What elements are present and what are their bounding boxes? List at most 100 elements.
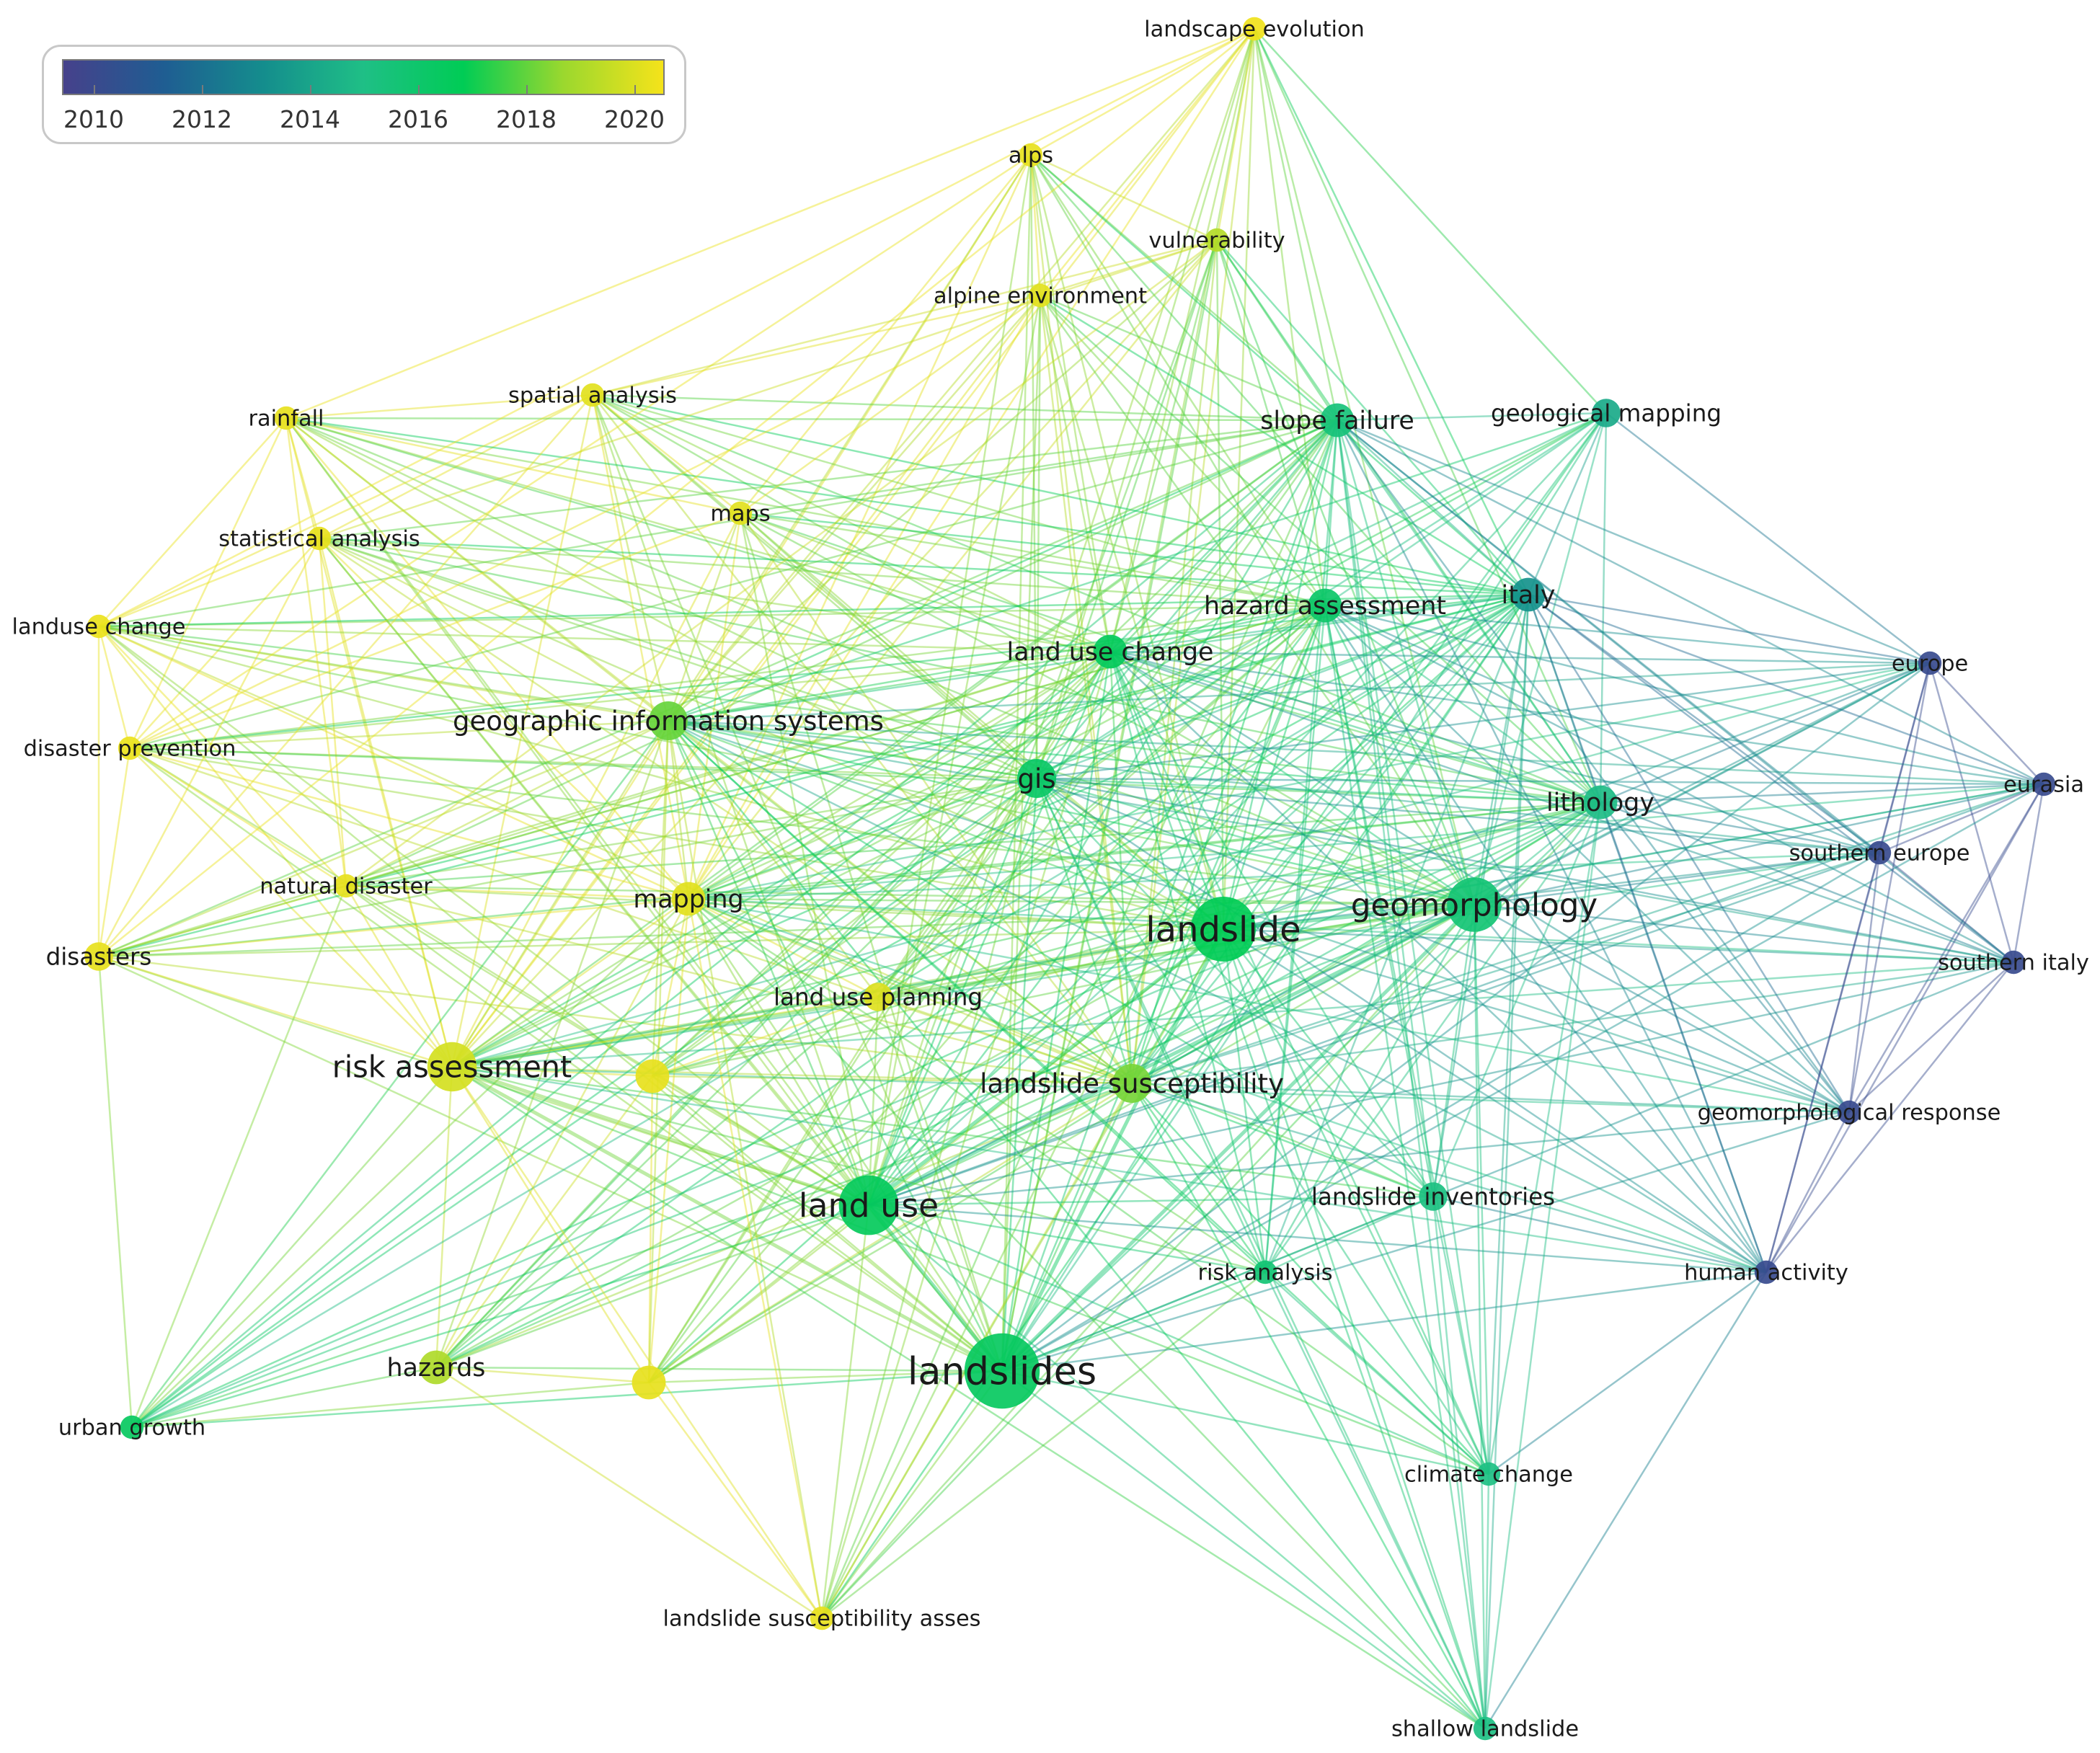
network-edge	[345, 801, 1601, 887]
network-edge	[1036, 604, 1326, 780]
node-land-use-planning[interactable]	[864, 982, 892, 1011]
network-edge	[648, 1204, 869, 1383]
node-shallow-landslide[interactable]	[1473, 1716, 1497, 1741]
node-disaster-prevention[interactable]	[118, 736, 142, 760]
node-spatial-analysis[interactable]	[580, 383, 605, 407]
network-edge	[130, 885, 347, 1428]
network-edge	[820, 594, 1530, 1619]
node-gis[interactable]	[1017, 759, 1056, 798]
node-alpine-environment[interactable]	[1028, 283, 1053, 308]
network-edge	[688, 239, 1218, 900]
network-edge	[739, 512, 1004, 1372]
color-scale-bar	[62, 59, 665, 95]
network-edge	[1036, 778, 1224, 930]
node-slope-failure[interactable]	[1320, 403, 1355, 438]
network-edge	[1432, 1196, 1490, 1475]
network-edge	[345, 885, 453, 1068]
network-edge	[877, 903, 1475, 998]
node-lithology[interactable]	[1583, 785, 1618, 820]
network-edge	[98, 625, 1224, 931]
node-statistical-analysis[interactable]	[307, 526, 332, 551]
network-edge	[592, 394, 1338, 422]
network-edge	[1035, 778, 1490, 1475]
network-edge	[131, 1370, 1003, 1429]
network-edge	[285, 27, 1255, 420]
network-edge	[688, 898, 1486, 1729]
node-risk-assessment[interactable]	[427, 1042, 477, 1092]
node-landslide-inventories[interactable]	[1419, 1182, 1448, 1211]
network-edge	[740, 294, 1041, 515]
node-southern-europe[interactable]	[1867, 840, 1892, 865]
node-eurasia[interactable]	[2032, 772, 2056, 796]
network-edge	[131, 604, 1326, 1429]
network-edge	[1036, 777, 2044, 786]
node-unlabeled-2[interactable]	[632, 1365, 666, 1400]
node-human-activity[interactable]	[1754, 1260, 1778, 1284]
network-edge	[451, 777, 1037, 1068]
network-edge	[1001, 28, 1256, 1372]
node-mapping[interactable]	[671, 882, 706, 916]
network-edge	[319, 538, 869, 1206]
network-edge	[1432, 1195, 1767, 1274]
network-edge	[1036, 777, 1601, 804]
node-landslide-susceptibility-asses[interactable]	[810, 1606, 834, 1630]
network-edge	[1131, 851, 1880, 1085]
node-italy[interactable]	[1511, 577, 1546, 612]
network-edge	[435, 903, 1475, 1369]
network-edge	[345, 604, 1326, 887]
node-climate-change[interactable]	[1476, 1462, 1501, 1486]
network-edge	[1131, 1083, 1489, 1475]
node-europe[interactable]	[1918, 651, 1942, 675]
network-edge	[1336, 420, 1768, 1273]
network-edge	[591, 394, 690, 900]
network-edge	[98, 955, 1133, 1085]
node-hazards[interactable]	[419, 1350, 453, 1385]
network-edge	[131, 1381, 650, 1429]
node-geomorphology[interactable]	[1447, 877, 1502, 932]
network-edge	[668, 719, 1767, 1274]
network-edge	[98, 27, 1255, 628]
node-alps[interactable]	[1019, 143, 1043, 167]
network-edge	[1473, 412, 1608, 905]
network-edge	[820, 1204, 870, 1619]
network-edge	[1035, 28, 1256, 779]
network-edge	[1035, 295, 1042, 779]
network-edge	[668, 650, 1111, 722]
network-edge	[1488, 1271, 1767, 1475]
network-edge	[128, 417, 288, 749]
node-landscape-evolution[interactable]	[1242, 17, 1267, 41]
node-land-use[interactable]	[838, 1175, 899, 1235]
node-hazard-assessment[interactable]	[1308, 588, 1342, 623]
node-land-use-change[interactable]	[1093, 634, 1127, 669]
network-edge	[867, 651, 1112, 1206]
node-southern-italy[interactable]	[2001, 950, 2026, 975]
node-label-landslide: landslide	[1146, 910, 1301, 950]
network-edge	[868, 594, 1529, 1206]
node-urban-growth[interactable]	[120, 1415, 144, 1439]
node-landslide-susceptibility[interactable]	[1112, 1064, 1151, 1103]
network-edge	[1109, 650, 1475, 906]
node-vulnerability[interactable]	[1205, 228, 1229, 252]
node-maps[interactable]	[728, 501, 753, 525]
node-geological-mapping[interactable]	[1592, 399, 1621, 427]
node-geomorphological-response[interactable]	[1837, 1100, 1861, 1124]
network-edge	[688, 897, 1266, 1274]
legend-tick-label: 2012	[172, 105, 232, 133]
node-natural-disaster[interactable]	[334, 874, 358, 898]
node-risk-analysis[interactable]	[1253, 1260, 1277, 1284]
node-rainfall[interactable]	[274, 406, 298, 430]
node-landslides[interactable]	[964, 1333, 1040, 1409]
network-edge	[451, 1065, 1850, 1114]
network-edge	[877, 605, 1326, 998]
network-edge	[868, 1082, 1133, 1207]
network-edge	[131, 777, 1037, 1429]
node-unlabeled-1[interactable]	[635, 1059, 670, 1093]
node-disasters[interactable]	[84, 942, 113, 971]
network-edge	[1036, 777, 1850, 1114]
network-edge	[129, 747, 1133, 1085]
node-landuse-change[interactable]	[87, 614, 111, 639]
network-edge	[451, 720, 670, 1068]
node-landslide[interactable]	[1191, 897, 1256, 962]
node-geographic-information-systems[interactable]	[649, 701, 688, 740]
network-edge	[1030, 154, 1601, 803]
